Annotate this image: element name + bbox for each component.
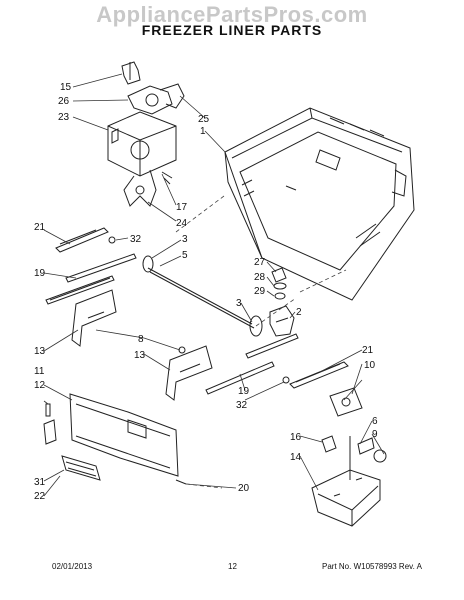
callout-6: 6	[372, 416, 378, 427]
callout-3b: 3	[236, 298, 242, 309]
callout-8: 8	[138, 334, 144, 345]
callout-3: 3	[182, 234, 188, 245]
cover-panel	[43, 393, 187, 485]
callout-17: 17	[176, 202, 188, 213]
callout-23: 23	[58, 112, 70, 123]
callout-9: 9	[372, 429, 378, 440]
footer-date: 02/01/2013	[52, 562, 93, 571]
callout-2: 2	[296, 307, 302, 318]
callout-11: 11	[34, 366, 45, 377]
bracket-10	[329, 387, 363, 417]
callout-32b: 32	[236, 400, 248, 411]
callout-10: 10	[364, 360, 376, 371]
callout-19: 19	[34, 268, 46, 279]
callout-20: 20	[238, 483, 250, 494]
callout-32: 32	[130, 234, 142, 245]
crossbar-axle	[142, 255, 263, 337]
fan-motor-assembly	[107, 61, 185, 207]
watermark: AppliancePartsPros.com	[96, 2, 368, 27]
page-title: FREEZER LINER PARTS	[141, 22, 323, 38]
callout-12: 12	[34, 380, 46, 391]
leader-lines	[43, 73, 385, 497]
callout-19b: 19	[238, 386, 250, 397]
callout-25: 25	[198, 114, 210, 125]
callout-27: 27	[254, 257, 266, 268]
footer-part-number: Part No. W10578993 Rev. A	[322, 562, 422, 571]
callout-1: 1	[200, 126, 206, 137]
damper-parts	[269, 267, 295, 337]
callout-24: 24	[176, 218, 188, 229]
freezer-liner-bin	[224, 107, 415, 301]
callout-14: 14	[290, 452, 302, 463]
callout-31: 31	[34, 477, 46, 488]
callout-15: 15	[60, 82, 72, 93]
right-slide-rail	[165, 333, 349, 401]
callout-28: 28	[254, 272, 266, 283]
callout-21b: 21	[362, 345, 374, 356]
callout-5: 5	[182, 250, 188, 261]
callout-22: 22	[34, 491, 46, 502]
callout-16: 16	[290, 432, 302, 443]
callout-labels: 15 26 25 23 1 17 24 21 32 3 5 19 27 28 2…	[34, 82, 378, 502]
left-slide-rail	[45, 227, 137, 347]
ice-maker-housing	[311, 435, 387, 527]
footer-page-number: 12	[228, 562, 237, 571]
callout-26: 26	[58, 96, 70, 107]
dashed-guide-lines	[175, 195, 347, 489]
callout-21: 21	[34, 222, 46, 233]
callout-13: 13	[34, 346, 46, 357]
callout-29: 29	[254, 286, 266, 297]
callout-13b: 13	[134, 350, 146, 361]
